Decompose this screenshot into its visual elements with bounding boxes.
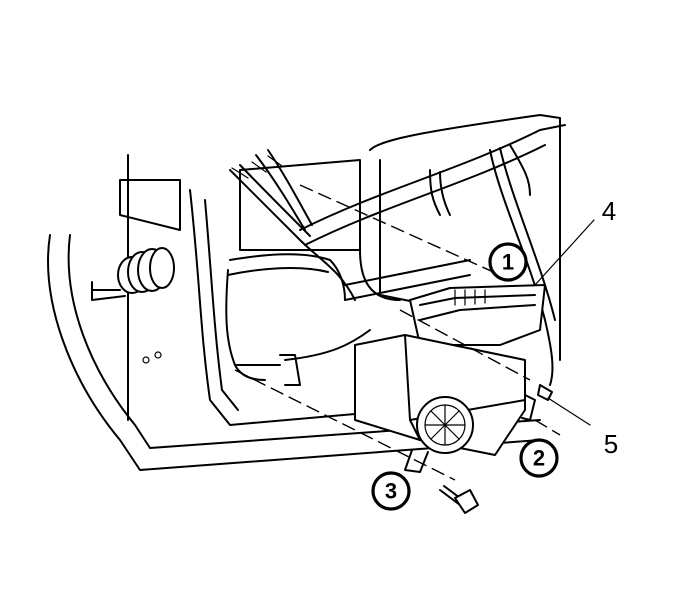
bolt (439, 485, 479, 514)
door-frame (47, 114, 561, 471)
alignment-lines (234, 184, 561, 481)
callout-4-label: 4 (602, 196, 616, 226)
clip (537, 384, 553, 401)
callout-5-label: 5 (604, 429, 618, 459)
spring-coil (91, 247, 175, 364)
callout-1: 1 (488, 242, 528, 282)
callout-2-label: 2 (533, 446, 545, 471)
leader-lines (534, 219, 595, 426)
callout-3: 3 (371, 471, 411, 511)
callout-1-label: 1 (502, 250, 514, 275)
wiring-harness (227, 124, 566, 386)
inner-panel (225, 269, 371, 386)
callout-3-label: 3 (385, 479, 397, 504)
callout-2: 2 (519, 438, 559, 478)
speaker-enclosure (354, 284, 546, 473)
